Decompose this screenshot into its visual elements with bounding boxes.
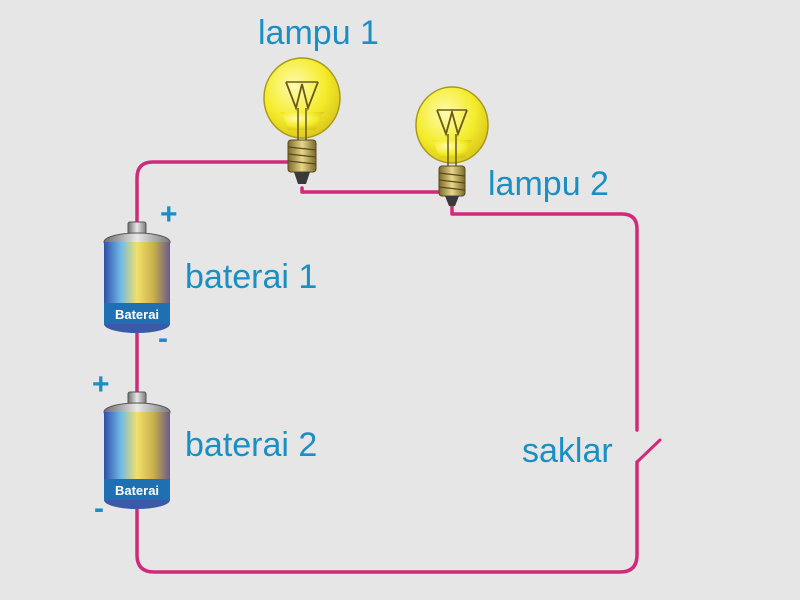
baterai-2-label: baterai 2 <box>185 426 318 464</box>
battery-2-icon: Baterai <box>103 391 171 509</box>
wire-lampu1-to-lampu2 <box>300 186 454 200</box>
wire-lampu2-to-switch <box>450 204 639 432</box>
saklar-label: saklar <box>522 432 613 470</box>
switch-lever <box>635 438 662 464</box>
battery-2-plus-sign: + <box>92 368 110 401</box>
battery-2-text: Baterai <box>115 483 159 498</box>
wires <box>135 160 662 574</box>
bulb-2-icon <box>415 86 489 206</box>
bulb-1-icon <box>263 57 341 184</box>
lampu-2-label: lampu 2 <box>488 165 609 203</box>
baterai-1-label: baterai 1 <box>185 258 318 296</box>
battery-1-text: Baterai <box>115 307 159 322</box>
wire-battery1-to-lampu1 <box>135 160 294 234</box>
battery-1-minus-sign: - <box>158 322 168 355</box>
battery-1-icon: Baterai <box>103 221 171 333</box>
battery-1-plus-sign: + <box>160 198 178 231</box>
lampu-1-label: lampu 1 <box>258 14 379 52</box>
battery-2-minus-sign: - <box>94 492 104 525</box>
wire-battery2-to-switch <box>135 460 639 574</box>
